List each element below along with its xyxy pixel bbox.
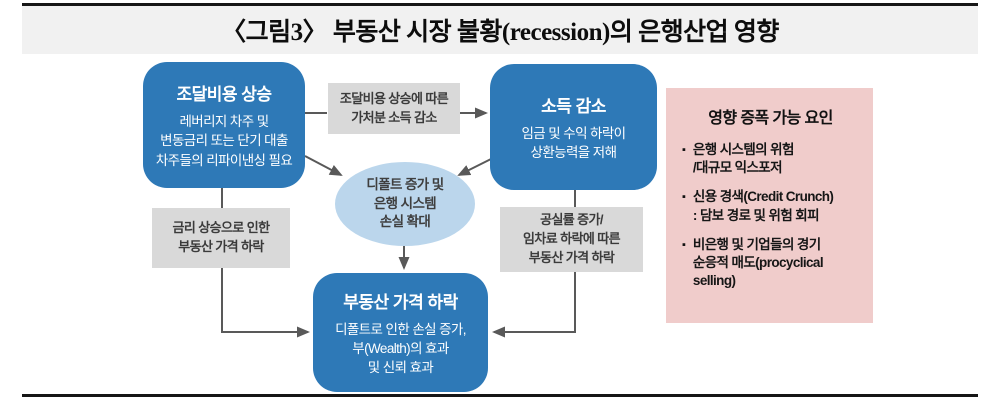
amplifiers-panel: 영향 증폭 가능 요인 ▪ 은행 시스템의 위험 /대규모 익스포저 ▪ 신용 …: [666, 88, 873, 323]
node-rate-rise-price-fall: 금리 상승으로 인한 부동산 가격 하락: [152, 208, 290, 268]
amplifier-item-text: 비은행 및 기업들의 경기 순응적 매도(procyclical selling…: [692, 236, 824, 289]
node-property-price-fall: 부동산 가격 하락 디폴트로 인한 손실 증가, 부(Wealth)의 효과 및…: [313, 273, 488, 392]
square-bullet-icon: ▪: [682, 144, 686, 156]
node-default-increase: 디폴트 증가 및 은행 시스템 손실 확대: [335, 162, 475, 246]
figure-title-band: 〈그림3〉 부동산 시장 불황(recession)의 은행산업 영향: [22, 6, 978, 54]
node-funding-cost-body: 레버리지 차주 및 변동금리 또는 단기 대출 차주들의 리파이낸싱 필요: [155, 114, 293, 168]
amplifiers-panel-title: 영향 증폭 가능 요인: [708, 110, 833, 127]
square-bullet-icon: ▪: [682, 191, 686, 204]
node-funding-cost-title: 조달비용 상승: [176, 85, 272, 105]
arrow-funding-to-default: [304, 155, 343, 176]
node-disposable-income-drop: 조달비용 상승에 따른 가처분 소득 감소: [328, 83, 460, 134]
node-property-price-fall-title: 부동산 가격 하락: [343, 292, 458, 312]
list-item: ▪ 신용 경색(Credit Crunch) : 담보 경로 및 위험 회피: [680, 188, 861, 224]
node-income-drop-body: 임금 및 수익 하락이 상환능력을 저해: [521, 125, 626, 160]
node-funding-cost-rise: 조달비용 상승 레버리지 차주 및 변동금리 또는 단기 대출 차주들의 리파이…: [143, 62, 305, 188]
node-vacancy-rent-price-fall: 공실률 증가/ 임차료 하락에 따른 부동산 가격 하락: [500, 207, 643, 272]
node-income-drop: 소득 감소 임금 및 수익 하락이 상환능력을 저해: [490, 64, 657, 190]
node-property-price-fall-body: 디폴트로 인한 손실 증가, 부(Wealth)의 효과 및 신뢰 효과: [335, 321, 466, 376]
figure-title: 〈그림3〉 부동산 시장 불황(recession)의 은행산업 영향: [221, 19, 779, 46]
top-rule: [22, 3, 978, 6]
list-item: ▪ 은행 시스템의 위험 /대규모 익스포저: [680, 141, 861, 177]
square-bullet-icon: ▪: [682, 238, 686, 251]
list-item: ▪ 비은행 및 기업들의 경기 순응적 매도(procyclical selli…: [680, 236, 861, 291]
amplifier-item-text: 은행 시스템의 위험 /대규모 익스포저: [692, 142, 794, 176]
amplifier-item-text: 신용 경색(Credit Crunch) : 담보 경로 및 위험 회피: [692, 189, 834, 223]
bottom-rule: [22, 394, 978, 397]
node-income-drop-title: 소득 감소: [541, 96, 606, 116]
